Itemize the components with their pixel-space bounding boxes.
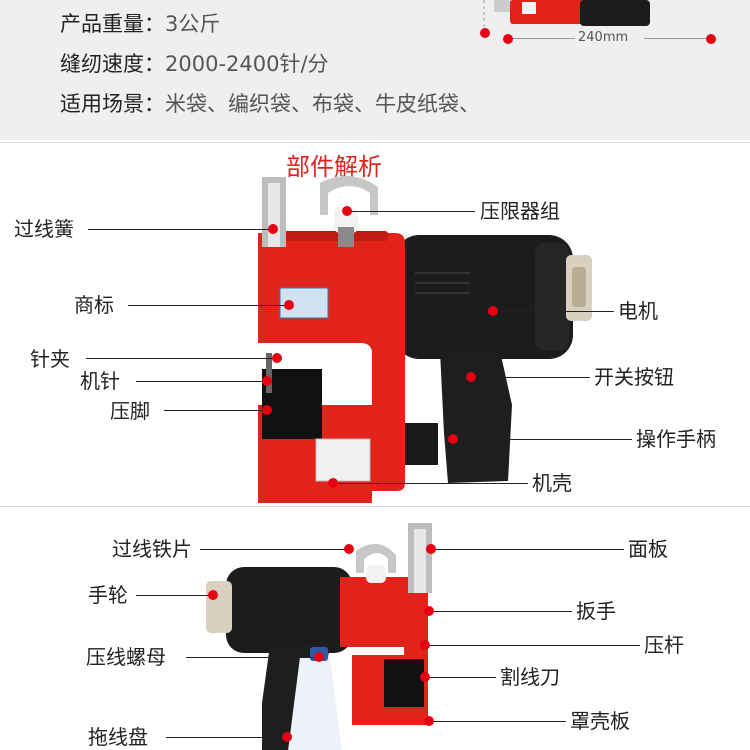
leader-thread-iron bbox=[200, 549, 348, 550]
label-motor: 电机 bbox=[618, 299, 658, 323]
leader-panel bbox=[432, 549, 624, 550]
dim-line-left bbox=[513, 38, 575, 39]
label-thread-iron: 过线铁片 bbox=[112, 537, 192, 561]
spec-speed: 缝纫速度：2000-2400针/分 bbox=[60, 52, 329, 76]
label-thread-spring: 过线簧 bbox=[14, 217, 74, 241]
spec-weight: 产品重量：3公斤 bbox=[60, 12, 221, 36]
dim-line-right bbox=[644, 38, 706, 39]
leader-handwheel bbox=[136, 595, 210, 596]
dimension-text: 240mm bbox=[578, 30, 629, 45]
leader-needle-clamp bbox=[86, 358, 276, 359]
marker-presser-foot bbox=[262, 405, 272, 415]
label-handwheel: 手轮 bbox=[88, 583, 128, 607]
machine-front-illustration bbox=[258, 175, 592, 503]
marker-handwheel bbox=[208, 590, 218, 600]
leader-thread-nut bbox=[186, 657, 316, 658]
leader-handle bbox=[454, 439, 632, 440]
label-handle: 操作手柄 bbox=[636, 427, 716, 451]
label-wrench: 扳手 bbox=[576, 599, 616, 623]
marker-thread-nut bbox=[314, 652, 324, 662]
leader-pressure-limiter bbox=[347, 211, 475, 212]
label-needle-clamp: 针夹 bbox=[30, 347, 70, 371]
leader-motor bbox=[494, 311, 614, 312]
marker-needle bbox=[262, 376, 272, 386]
marker-needle-clamp bbox=[272, 353, 282, 363]
spec-usage: 适用场景：米袋、编织袋、布袋、牛皮纸袋、 bbox=[60, 92, 480, 116]
leader-cover-plate bbox=[430, 721, 566, 722]
label-switch: 开关按钮 bbox=[594, 365, 674, 389]
leader-wrench bbox=[430, 611, 572, 612]
marker-brand bbox=[284, 300, 294, 310]
dim-dot-2 bbox=[503, 34, 513, 44]
marker-housing bbox=[328, 478, 338, 488]
label-brand: 商标 bbox=[74, 293, 114, 317]
marker-panel bbox=[426, 544, 436, 554]
leader-needle bbox=[136, 381, 266, 382]
marker-pressure-limiter bbox=[342, 206, 352, 216]
dim-dot-1 bbox=[480, 28, 490, 38]
leader-housing bbox=[334, 483, 528, 484]
label-thread-reel: 拖线盘 bbox=[88, 725, 148, 749]
label-pressure-limiter: 压限器组 bbox=[480, 199, 560, 223]
marker-press-rod bbox=[420, 640, 430, 650]
leader-presser-foot bbox=[164, 410, 266, 411]
label-needle: 机针 bbox=[80, 369, 120, 393]
label-housing: 机壳 bbox=[532, 471, 572, 495]
back-parts-section: 过线铁片 面板 手轮 扳手 压杆 压线螺母 割线刀 罩壳板 拖线盘 bbox=[0, 506, 750, 750]
leader-brand bbox=[128, 305, 288, 306]
section-title: 部件解析 bbox=[286, 153, 382, 181]
marker-switch bbox=[466, 372, 476, 382]
leader-thread-spring bbox=[88, 229, 272, 230]
label-cutter: 割线刀 bbox=[500, 665, 560, 689]
machine-back-illustration bbox=[206, 523, 432, 750]
leader-press-rod bbox=[426, 645, 640, 646]
marker-handle bbox=[448, 434, 458, 444]
label-presser-foot: 压脚 bbox=[110, 399, 150, 423]
marker-thread-spring bbox=[268, 224, 278, 234]
marker-cover-plate bbox=[424, 716, 434, 726]
spec-section: 产品重量：3公斤 缝纫速度：2000-2400针/分 适用场景：米袋、编织袋、布… bbox=[0, 0, 750, 140]
leader-thread-reel bbox=[166, 737, 286, 738]
label-cover-plate: 罩壳板 bbox=[570, 709, 630, 733]
leader-switch bbox=[472, 377, 590, 378]
marker-thread-iron bbox=[344, 544, 354, 554]
marker-wrench bbox=[424, 606, 434, 616]
label-press-rod: 压杆 bbox=[644, 633, 684, 657]
marker-thread-reel bbox=[282, 732, 292, 742]
label-thread-nut: 压线螺母 bbox=[86, 645, 166, 669]
label-panel: 面板 bbox=[628, 537, 668, 561]
machine-thumbnail bbox=[483, 0, 650, 30]
leader-cutter bbox=[426, 677, 496, 678]
front-parts-section: 部件解析 过线簧 压限器组 bbox=[0, 142, 750, 506]
dim-dot-3 bbox=[706, 34, 716, 44]
marker-motor bbox=[488, 306, 498, 316]
marker-cutter bbox=[420, 672, 430, 682]
